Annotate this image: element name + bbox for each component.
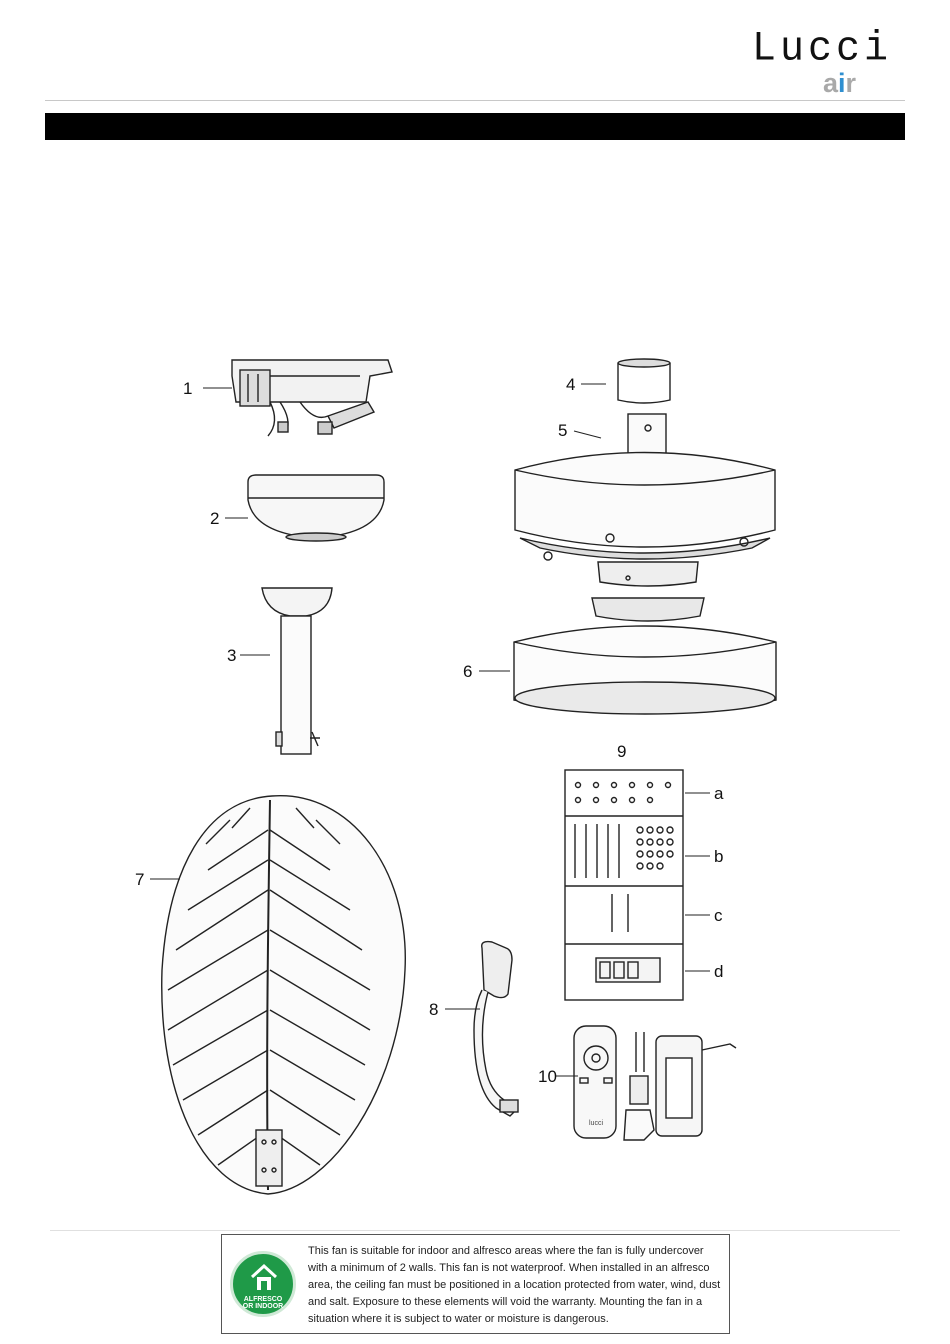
logo-letter-i: i [837, 68, 846, 98]
callout-4: 4 [566, 375, 576, 394]
part-5-6-motor-assembly [513, 413, 777, 715]
part-9-hardware-bag [564, 769, 684, 1001]
house-icon [250, 1263, 278, 1290]
callout-c: c [714, 906, 723, 925]
footer-rule [50, 1230, 900, 1231]
callout-2: 2 [210, 509, 220, 528]
badge-label: ALFRESCO OR INDOOR [233, 1296, 293, 1311]
callout-3: 3 [227, 646, 237, 665]
alfresco-notice-box: ALFRESCO OR INDOOR This fan is suitable … [221, 1234, 730, 1334]
parts-illustration: lucci [150, 358, 777, 1195]
parts-diagram: lucci 1 2 3 4 5 6 7 8 9 10 a b c d [0, 330, 950, 1230]
part-4-collar [617, 358, 671, 404]
callout-leader-lines [150, 383, 710, 1077]
part-3-downrod [261, 587, 333, 755]
callout-b: b [714, 847, 724, 866]
callout-d: d [714, 962, 724, 981]
logo-letter-r: r [845, 68, 856, 98]
badge-line-1: ALFRESCO [243, 1296, 283, 1303]
alfresco-badge: ALFRESCO OR INDOOR [230, 1251, 296, 1317]
callout-8: 8 [429, 1000, 439, 1019]
remote-brand-label: lucci [589, 1120, 603, 1127]
part-7-palm-blade [161, 795, 406, 1195]
callout-9: 9 [617, 742, 627, 761]
part-1-mounting-bracket [231, 359, 393, 437]
notice-text: This fan is suitable for indoor and alfr… [308, 1245, 721, 1325]
callout-5: 5 [558, 421, 568, 440]
callout-1: 1 [183, 379, 193, 398]
badge-line-2: OR INDOOR [242, 1303, 284, 1311]
part-8-blade-arm [473, 940, 519, 1117]
logo-subwordmark: air [823, 70, 856, 97]
callout-6: 6 [463, 662, 473, 681]
callout-10: 10 [538, 1067, 557, 1086]
section-header-bar [45, 113, 905, 140]
callout-7: 7 [135, 870, 145, 889]
callout-a: a [714, 784, 724, 803]
logo-wordmark: Lucci [751, 25, 892, 74]
logo-letter-a: a [822, 68, 838, 98]
part-2-canopy [247, 474, 385, 542]
header-rule [45, 100, 905, 101]
lucci-air-logo: Lucci air [752, 28, 892, 97]
part-10-remote-kit [573, 1025, 737, 1141]
